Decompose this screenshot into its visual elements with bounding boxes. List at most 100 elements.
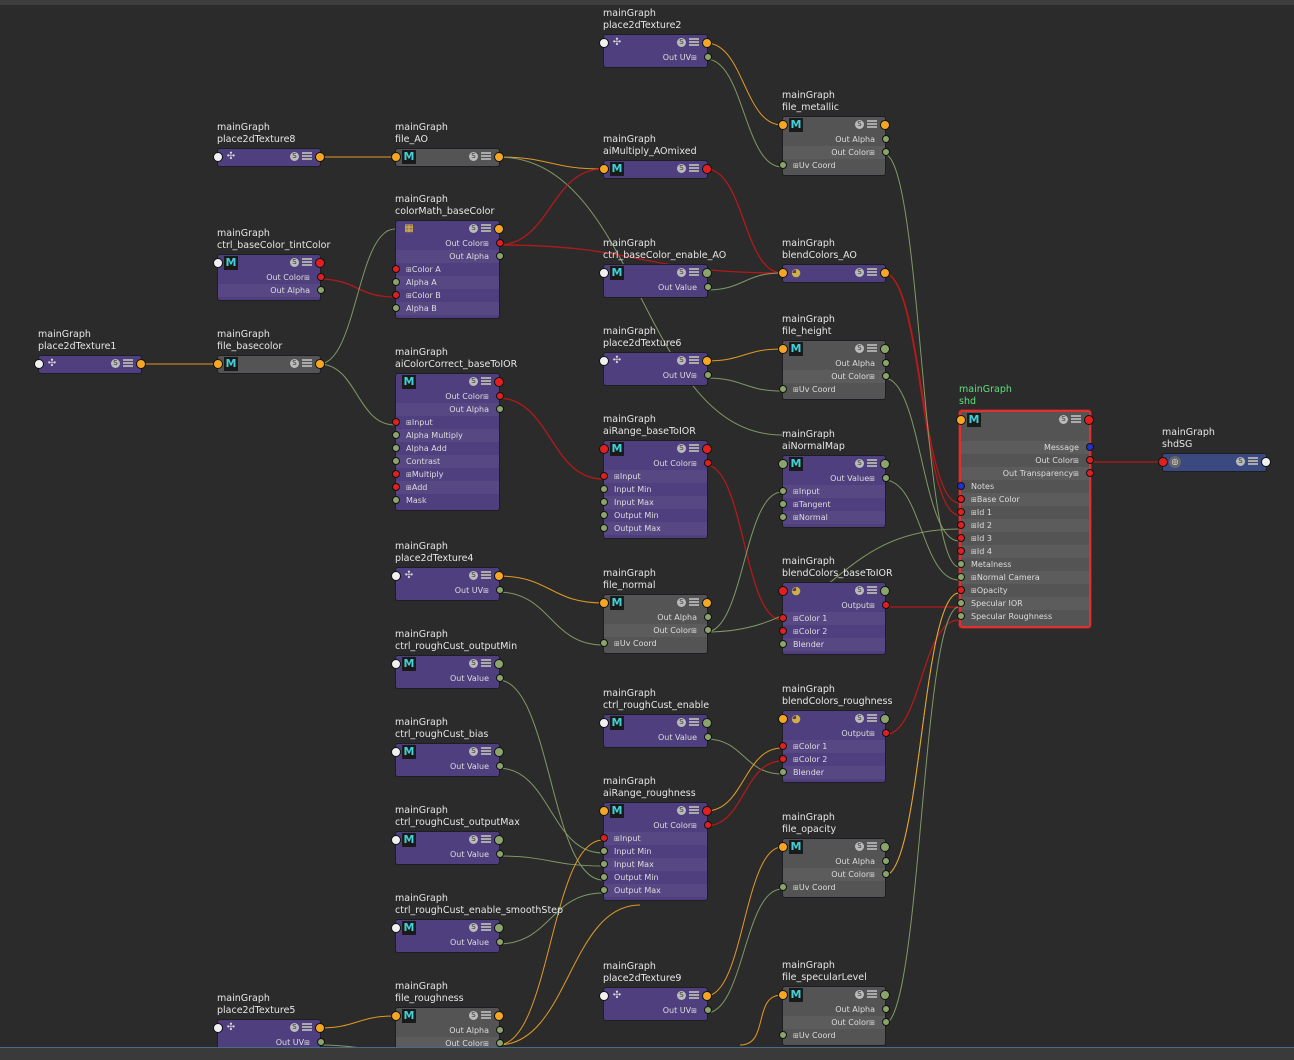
wire-29[interactable] bbox=[497, 839, 604, 1046]
node-place2dTexture1[interactable]: ✣S bbox=[34, 355, 146, 374]
wire-21[interactable] bbox=[497, 679, 604, 881]
attribute-output-port[interactable] bbox=[704, 459, 712, 467]
expand-plus-icon[interactable]: ⊞ bbox=[793, 162, 799, 170]
expand-plus-icon[interactable]: ⊞ bbox=[1073, 470, 1079, 478]
expand-plus-icon[interactable]: ⊞ bbox=[793, 756, 799, 764]
output-port[interactable] bbox=[494, 152, 504, 162]
attribute-row[interactable]: Out Alpha bbox=[783, 1003, 890, 1016]
attribute-row[interactable]: Output⊞ bbox=[783, 727, 890, 740]
attribute-row[interactable]: ⊞Add bbox=[392, 481, 499, 494]
input-port[interactable] bbox=[599, 598, 609, 608]
swatch-toggle-icon[interactable]: S bbox=[855, 120, 864, 129]
output-port[interactable] bbox=[880, 344, 890, 354]
wire-8[interactable] bbox=[318, 278, 396, 298]
input-port[interactable] bbox=[391, 923, 401, 933]
expand-plus-icon[interactable]: ⊞ bbox=[869, 730, 875, 738]
expand-plus-icon[interactable]: ⊞ bbox=[614, 473, 620, 481]
wire-1[interactable] bbox=[705, 58, 783, 168]
output-port[interactable] bbox=[494, 224, 504, 234]
input-port[interactable] bbox=[599, 356, 609, 366]
node-place2dTexture8[interactable]: ✣S bbox=[213, 148, 325, 167]
attribute-input-port[interactable] bbox=[957, 573, 965, 581]
expand-plus-icon[interactable]: ⊞ bbox=[406, 266, 412, 274]
output-port[interactable] bbox=[702, 164, 712, 174]
input-port[interactable] bbox=[213, 359, 223, 369]
attribute-row[interactable]: Out Color⊞ bbox=[604, 624, 712, 637]
attribute-row[interactable]: ⊞Id 3 bbox=[957, 532, 1089, 545]
attribute-list-icon[interactable] bbox=[867, 459, 877, 468]
attribute-input-port[interactable] bbox=[600, 472, 608, 480]
expand-plus-icon[interactable]: ⊞ bbox=[971, 496, 977, 504]
attribute-list-icon[interactable] bbox=[481, 1011, 491, 1020]
swatch-toggle-icon[interactable]: S bbox=[469, 571, 478, 580]
attribute-row[interactable]: Blender bbox=[779, 638, 885, 651]
output-port[interactable] bbox=[880, 714, 890, 724]
wire-24[interactable] bbox=[497, 892, 604, 945]
attribute-row[interactable]: Alpha B bbox=[392, 302, 499, 315]
attribute-list-icon[interactable] bbox=[302, 258, 312, 267]
attribute-row[interactable]: Out Color⊞ bbox=[396, 237, 504, 250]
attribute-output-port[interactable] bbox=[1086, 456, 1094, 464]
attribute-row[interactable]: Out Alpha bbox=[604, 611, 712, 624]
output-port[interactable] bbox=[1084, 415, 1094, 425]
node-header[interactable]: ◕S bbox=[778, 265, 890, 282]
attribute-row[interactable]: Specular Roughness bbox=[957, 610, 1089, 623]
expand-plus-icon[interactable]: ⊞ bbox=[869, 1019, 875, 1027]
wire-36[interactable] bbox=[883, 153, 960, 568]
expand-plus-icon[interactable]: ⊞ bbox=[691, 1007, 697, 1015]
expand-plus-icon[interactable]: ⊞ bbox=[691, 54, 697, 62]
attribute-input-port[interactable] bbox=[392, 265, 400, 273]
attribute-row[interactable]: Output Max bbox=[600, 522, 707, 535]
output-port[interactable] bbox=[494, 377, 504, 387]
attribute-list-icon[interactable] bbox=[1071, 415, 1081, 424]
attribute-output-port[interactable] bbox=[317, 286, 325, 294]
attribute-output-port[interactable] bbox=[882, 601, 890, 609]
swatch-toggle-icon[interactable]: S bbox=[855, 842, 864, 851]
attribute-input-port[interactable] bbox=[600, 847, 608, 855]
attribute-output-port[interactable] bbox=[496, 392, 504, 400]
attribute-input-port[interactable] bbox=[779, 513, 787, 521]
node-header[interactable]: ✣S bbox=[599, 988, 712, 1004]
attribute-output-port[interactable] bbox=[704, 371, 712, 379]
attribute-row[interactable]: ⊞Uv Coord bbox=[600, 637, 707, 650]
wire-35[interactable] bbox=[883, 272, 960, 516]
attribute-row[interactable]: ⊞Id 2 bbox=[957, 519, 1089, 532]
attribute-input-port[interactable] bbox=[392, 418, 400, 426]
attribute-output-port[interactable] bbox=[882, 359, 890, 367]
attribute-row[interactable]: Input Max bbox=[600, 858, 707, 871]
attribute-input-port[interactable] bbox=[392, 457, 400, 465]
input-port[interactable] bbox=[778, 586, 788, 596]
attribute-input-port[interactable] bbox=[600, 834, 608, 842]
attribute-input-port[interactable] bbox=[779, 627, 787, 635]
attribute-input-port[interactable] bbox=[600, 498, 608, 506]
attribute-row[interactable]: Out Alpha bbox=[396, 250, 504, 263]
output-port[interactable] bbox=[315, 1023, 325, 1033]
attribute-row[interactable]: Out Alpha bbox=[783, 133, 890, 146]
wire-43[interactable] bbox=[883, 606, 960, 1025]
attribute-output-port[interactable] bbox=[882, 729, 890, 737]
expand-plus-icon[interactable]: ⊞ bbox=[793, 501, 799, 509]
input-port[interactable] bbox=[391, 835, 401, 845]
attribute-input-port[interactable] bbox=[392, 483, 400, 491]
attribute-list-icon[interactable] bbox=[302, 152, 312, 161]
expand-plus-icon[interactable]: ⊞ bbox=[971, 522, 977, 530]
attribute-input-port[interactable] bbox=[600, 886, 608, 894]
swatch-toggle-icon[interactable]: S bbox=[855, 268, 864, 277]
attribute-input-port[interactable] bbox=[957, 521, 965, 529]
attribute-row[interactable]: Notes bbox=[957, 480, 1089, 493]
swatch-toggle-icon[interactable]: S bbox=[469, 747, 478, 756]
attribute-list-icon[interactable] bbox=[867, 120, 877, 129]
attribute-row[interactable]: ⊞Tangent bbox=[779, 498, 885, 511]
expand-plus-icon[interactable]: ⊞ bbox=[971, 535, 977, 543]
expand-plus-icon[interactable]: ⊞ bbox=[614, 640, 620, 648]
